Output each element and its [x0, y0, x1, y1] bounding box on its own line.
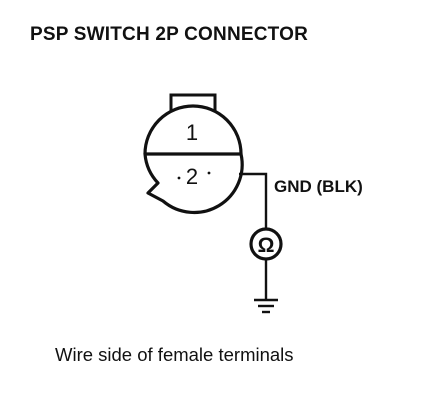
terminal-1-label: 1 [186, 120, 198, 145]
diagram-title: PSP SWITCH 2P CONNECTOR [30, 24, 309, 45]
terminal-2-dot-left [177, 176, 181, 180]
diagram-caption: Wire side of female terminals [55, 344, 294, 365]
ohm-symbol: Ω [258, 234, 275, 257]
gnd-wire [239, 172, 268, 229]
terminal-2-dot-right [207, 171, 211, 175]
ground-icon [254, 298, 278, 314]
connector-upper-half [143, 104, 243, 155]
terminal-2-label: 2 [186, 164, 198, 189]
gnd-wire-label: GND (BLK) [274, 177, 363, 196]
